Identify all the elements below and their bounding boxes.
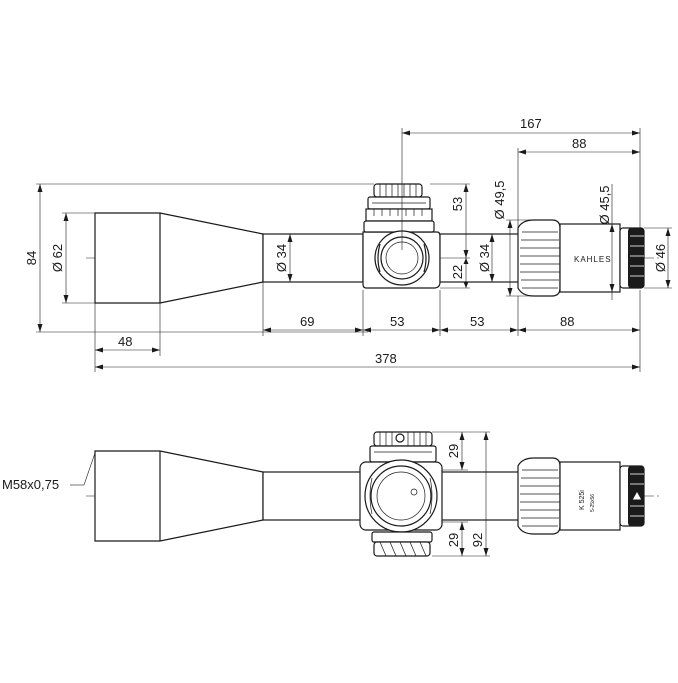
bottom-view: M58x0,75: [2, 431, 660, 557]
dim-29-bottom: 29: [432, 521, 468, 557]
diameter-symbol: Ø: [597, 214, 612, 224]
dim-88-bottom-label: 88: [560, 314, 574, 329]
thread-leader-2: [83, 452, 96, 486]
dim-69-label: 69: [300, 314, 314, 329]
main-tube-side-front: [262, 471, 364, 521]
dim-22: 22: [440, 258, 470, 289]
dim-62: Ø 62: [50, 212, 95, 304]
top-view: KAHLES 167 88: [24, 116, 672, 372]
dim-46-label: Ø 46: [653, 244, 668, 272]
dim-49-5-label: Ø 49,5: [492, 180, 507, 219]
dim-92: 92: [468, 431, 490, 557]
bottom-knob: [371, 531, 433, 557]
main-tube-front: [262, 233, 364, 283]
dim-29-top-label: 29: [446, 444, 461, 458]
dim-84: 84: [24, 183, 374, 333]
eyepiece-model-text: K 525i: [579, 490, 586, 510]
diameter-symbol: Ø: [653, 262, 668, 272]
objective-bell: [94, 212, 264, 304]
dim-34-tube-value: 34: [274, 244, 289, 258]
thread-label: M58x0,75: [2, 477, 59, 492]
eyepiece-body-side: [559, 461, 621, 531]
dim-45-5-label: Ø 45,5: [597, 185, 612, 224]
diameter-symbol: Ø: [477, 262, 492, 272]
elevation-turret-side: [369, 431, 437, 463]
dim-62-value: 62: [50, 244, 65, 258]
dim-34-tube-label: Ø 34: [274, 244, 289, 272]
dim-53-a-label: 53: [390, 314, 404, 329]
dim-167-label: 167: [520, 116, 542, 131]
dim-34-tube: Ø 34: [274, 234, 293, 282]
dim-49-5: Ø 49,5: [492, 180, 534, 297]
dim-378-label: 378: [375, 351, 397, 366]
dim-46: Ø 46: [644, 227, 672, 289]
dim-84-label: 84: [24, 251, 39, 265]
dim-53-turret: 53: [430, 183, 470, 259]
eyepiece-focus-ring-side: [619, 465, 645, 527]
main-tube-side-rear: [439, 471, 521, 521]
windage-turret: [359, 459, 443, 533]
eyepiece-mag-text: 5-25x56: [590, 494, 596, 512]
dim-53-turret-label: 53: [450, 197, 465, 211]
dim-34-rear-value: 34: [477, 244, 492, 258]
dim-53-b-label: 53: [470, 314, 484, 329]
dim-92-label: 92: [470, 533, 485, 547]
diameter-symbol: Ø: [274, 262, 289, 272]
dim-88-top: 88: [517, 136, 640, 228]
brand-label: KAHLES: [574, 255, 612, 264]
dim-22-label: 22: [450, 265, 465, 279]
elevation-turret: [363, 183, 435, 233]
dim-48: 48: [94, 303, 161, 372]
diameter-symbol: Ø: [492, 209, 507, 219]
dim-34-rear-label: Ø 34: [477, 244, 492, 272]
dim-45-5: Ø 45,5: [597, 184, 615, 300]
magnification-ring-side: [517, 457, 561, 535]
dim-48-label: 48: [118, 334, 132, 349]
dim-46-value: 46: [653, 244, 668, 258]
dim-34-rear: Ø 34: [477, 234, 495, 282]
diameter-symbol: Ø: [50, 262, 65, 272]
dim-45-5-value: 45,5: [597, 185, 612, 210]
objective-bell-side: [94, 450, 264, 542]
triangle-icon: [631, 489, 643, 501]
dim-29-top: 29: [432, 431, 468, 471]
dim-29-bottom-label: 29: [446, 533, 461, 547]
dim-378: 378: [95, 336, 641, 372]
eyepiece-body: [559, 223, 621, 293]
magnification-ring: [517, 219, 561, 297]
dim-62-label: Ø 62: [50, 244, 65, 272]
dim-chain-bottom: 69 53 53 88: [262, 282, 641, 336]
eyepiece-focus-ring: [619, 227, 645, 289]
dim-49-5-value: 49,5: [492, 180, 507, 205]
dim-88-top-label: 88: [572, 136, 586, 151]
dim-167: 167: [401, 116, 641, 250]
